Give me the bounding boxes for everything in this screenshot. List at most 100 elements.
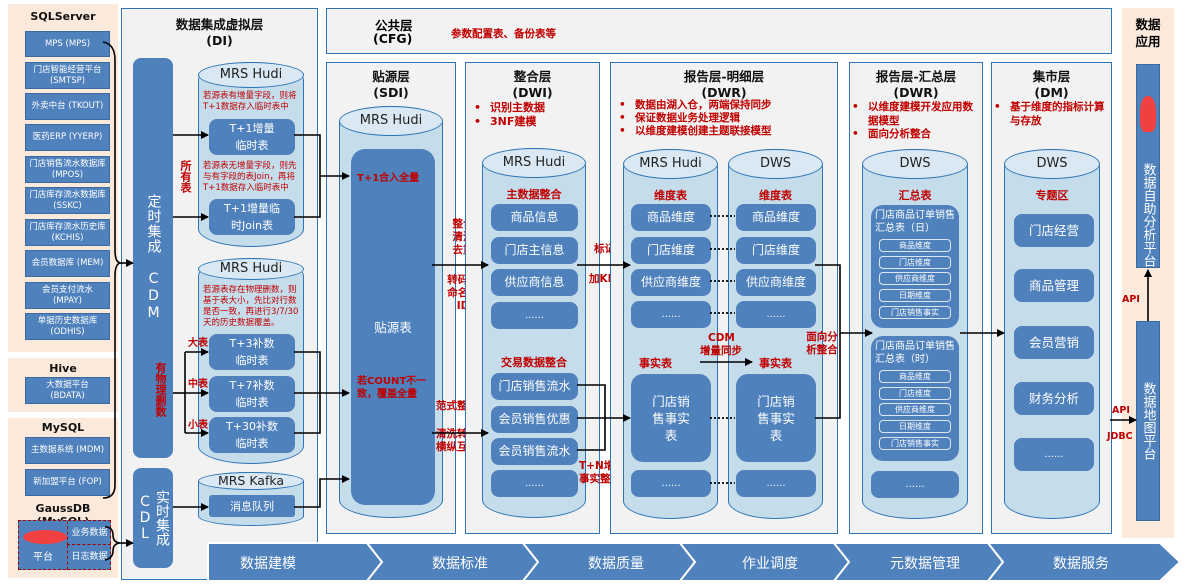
summary-daily-item[interactable]: 商品维度	[879, 239, 951, 252]
dwi-trade-item[interactable]: 会员销售优惠	[491, 406, 578, 433]
dwi-bullet: 3NF建模	[472, 115, 545, 129]
t1-increment-table[interactable]: T+1增量临时表	[209, 119, 295, 155]
sdi-source-table-label: 贴源表	[374, 319, 412, 335]
dwr-hudi-more[interactable]: ......	[631, 470, 711, 497]
summary-group-daily[interactable]: 门店商品订单销售汇总表（日） 商品维度 门店维度 供应商维度 日期维度 门店销售…	[871, 205, 959, 328]
hive-title: Hive	[49, 362, 77, 375]
dm-subject[interactable]: ......	[1014, 438, 1094, 471]
dwi-hudi-cylinder: MRS Hudi 主数据整合 商品信息 门店主信息 供应商信息 ...... 交…	[482, 148, 586, 518]
di-hudi-1-title: MRS Hudi	[198, 62, 304, 88]
pipeline-job-scheduling[interactable]: 作业调度	[742, 556, 798, 572]
pipeline-data-quality[interactable]: 数据质量	[588, 556, 644, 572]
summary-daily-item[interactable]: 供应商维度	[879, 272, 951, 285]
t30-backfill-table[interactable]: T+30补数临时表	[209, 417, 295, 453]
summary-hourly-item[interactable]: 日期维度	[879, 420, 951, 433]
dwr-hudi-dim[interactable]: 供应商维度	[631, 269, 711, 296]
dwr-summary-sub-title: 汇总表	[898, 189, 932, 202]
source-mdm[interactable]: 主数据系统 (MDM)	[25, 437, 110, 464]
source-odhis[interactable]: 单据历史数据库 (ODHIS)	[25, 313, 110, 340]
dwr-hudi-dim[interactable]: 门店维度	[631, 237, 711, 264]
dwr-summary-bullet: 面向分析整合	[850, 128, 982, 142]
summary-hourly-item[interactable]: 门店维度	[879, 387, 951, 400]
summary-daily-item[interactable]: 日期维度	[879, 289, 951, 302]
dm-title: 集市层	[1032, 69, 1071, 84]
dm-subject[interactable]: 会员营销	[1014, 326, 1094, 359]
source-yyerp[interactable]: 医药ERP (YYERP)	[25, 124, 110, 151]
sdi-source-table[interactable]: 贴源表	[351, 149, 435, 505]
source-smtsp[interactable]: 门店智能经营平台 (SMTSP)	[25, 62, 110, 89]
dwi-code: (DWI)	[512, 85, 553, 100]
gaussdb-panel: GaussDB (MySQL) 平台 业务数据 日志数据	[8, 500, 118, 578]
di-code: (DI)	[206, 33, 233, 48]
message-queue[interactable]: 消息队列	[209, 495, 295, 517]
cdm-scheduled-integration[interactable]: 定时集成 CDM	[133, 58, 173, 458]
t7-backfill-table[interactable]: T+7补数临时表	[209, 376, 295, 412]
dwi-trade-item[interactable]: 门店销售流水	[491, 373, 578, 400]
dwr-summary-db: DWS	[862, 149, 968, 179]
dwr-dws-dim[interactable]: ......	[736, 301, 816, 328]
pipeline-data-services[interactable]: 数据服务	[1053, 556, 1109, 572]
dwr-dws-dim[interactable]: 商品维度	[736, 204, 816, 231]
summary-daily-item[interactable]: 门店维度	[879, 256, 951, 269]
self-service-analytics-platform[interactable]: 数据自助分析平台	[1136, 64, 1160, 268]
cdl-realtime-integration[interactable]: 实时集成 CDL	[133, 468, 173, 568]
dwr-summary-bullets: 以维度建模开发应用数据模型 面向分析整合	[850, 101, 982, 142]
source-mps[interactable]: MPS (MPS)	[25, 31, 110, 57]
dwi-trade-item[interactable]: ......	[491, 470, 578, 497]
gaussdb-log-data[interactable]: 日志数据	[67, 545, 111, 570]
dwr-dws-fact[interactable]: 门店销售事实表	[736, 374, 816, 462]
summary-group-daily-title: 门店商品订单销售汇总表（日）	[875, 210, 955, 234]
summary-more[interactable]: ......	[871, 471, 959, 498]
dwi-trade-title: 交易数据整合	[501, 356, 567, 369]
summary-hourly-item[interactable]: 供应商维度	[879, 403, 951, 416]
dwi-master-item[interactable]: 门店主信息	[491, 237, 578, 264]
dm-subject[interactable]: 商品管理	[1014, 269, 1094, 302]
source-mpos[interactable]: 门店销售流水数据库 (MPOS)	[25, 156, 110, 183]
di-hudi-1-note1: 若源表有增量字段，则将T+1数据存入临时表中	[203, 91, 297, 112]
all-tables-label: 所有表	[179, 160, 192, 193]
source-bdata[interactable]: 大数据平台 (BDATA)	[25, 377, 110, 404]
label-api-top: API	[1122, 294, 1140, 305]
dwr-hudi-fact[interactable]: 门店销售事实表	[631, 374, 711, 462]
pipeline-data-modeling[interactable]: 数据建模	[240, 556, 296, 572]
dwr-summary-code: (DWR)	[893, 85, 939, 100]
dm-subject[interactable]: 财务分析	[1014, 382, 1094, 415]
gaussdb-business-data[interactable]: 业务数据	[67, 521, 111, 545]
t1-increment-join-table[interactable]: T+1增量临时Join表	[209, 199, 295, 235]
dwr-hudi-dim[interactable]: 商品维度	[631, 204, 711, 231]
dwi-master-item[interactable]: 供应商信息	[491, 269, 578, 296]
source-mem[interactable]: 会员数据库 (MEM)	[25, 250, 110, 277]
di-kafka-cylinder: MRS Kafka 消息队列	[198, 472, 304, 526]
data-map-platform[interactable]: 数据地图平台	[1136, 321, 1160, 521]
dwr-dws-dim[interactable]: 供应商维度	[736, 269, 816, 296]
source-mpay[interactable]: 会员支付流水 (MPAY)	[25, 282, 110, 309]
dm-sub-title: 专题区	[1035, 189, 1069, 202]
dwi-trade-item[interactable]: 会员销售流水	[491, 438, 578, 465]
di-hudi-2-title: MRS Hudi	[198, 258, 304, 280]
source-tkout[interactable]: 外卖中台 (TKOUT)	[25, 93, 110, 120]
t3-backfill-table[interactable]: T+3补数临时表	[209, 334, 295, 370]
di-kafka-title: MRS Kafka	[198, 472, 304, 490]
dm-subject[interactable]: 门店经营	[1014, 214, 1094, 247]
dwi-master-item[interactable]: 商品信息	[491, 204, 578, 231]
dwr-detail-bullets: 数据由湖入仓，两端保持同步 保证数据业务处理逻辑 以维度建模创建主题联接模型	[617, 99, 772, 138]
dm-bullets: 基于维度的指标计算与存放	[992, 101, 1110, 128]
summary-group-hourly[interactable]: 门店商品订单销售汇总表（时） 商品维度 门店维度 供应商维度 日期维度 门店销售…	[871, 336, 959, 461]
source-kchis[interactable]: 门店库存流水历史库 (KCHIS)	[25, 219, 110, 246]
source-sskc[interactable]: 门店库存流水数据库 (SSKC)	[25, 187, 110, 214]
pipeline-metadata-management[interactable]: 元数据管理	[890, 556, 960, 572]
summary-daily-item[interactable]: 门店销售事实	[879, 306, 951, 319]
sdi-hudi-cylinder: MRS Hudi 贴源表 T+1合入全量 若COUNT不一致，覆盖全量	[339, 106, 443, 518]
di-hudi-1-note2: 若源表无增量字段，则先与有字段的表Join，再将T+1数据存入临时表中	[203, 161, 297, 193]
dwr-hudi-dim[interactable]: ......	[631, 301, 711, 328]
di-hudi-cylinder-1: MRS Hudi 若源表有增量字段，则将T+1数据存入临时表中 T+1增量临时表…	[198, 62, 304, 247]
dwr-dws-more[interactable]: ......	[736, 470, 816, 497]
summary-hourly-item[interactable]: 门店销售事实	[879, 437, 951, 450]
dwr-dws-dim[interactable]: 门店维度	[736, 237, 816, 264]
dwr-dws-title: DWS	[728, 149, 823, 179]
source-fop[interactable]: 新加盟平台 (FOP)	[25, 469, 110, 496]
summary-hourly-item[interactable]: 商品维度	[879, 370, 951, 383]
physical-delete-label: 有物理删数	[154, 362, 167, 417]
pipeline-data-standards[interactable]: 数据标准	[432, 556, 488, 572]
dwi-master-item[interactable]: ......	[491, 302, 578, 329]
